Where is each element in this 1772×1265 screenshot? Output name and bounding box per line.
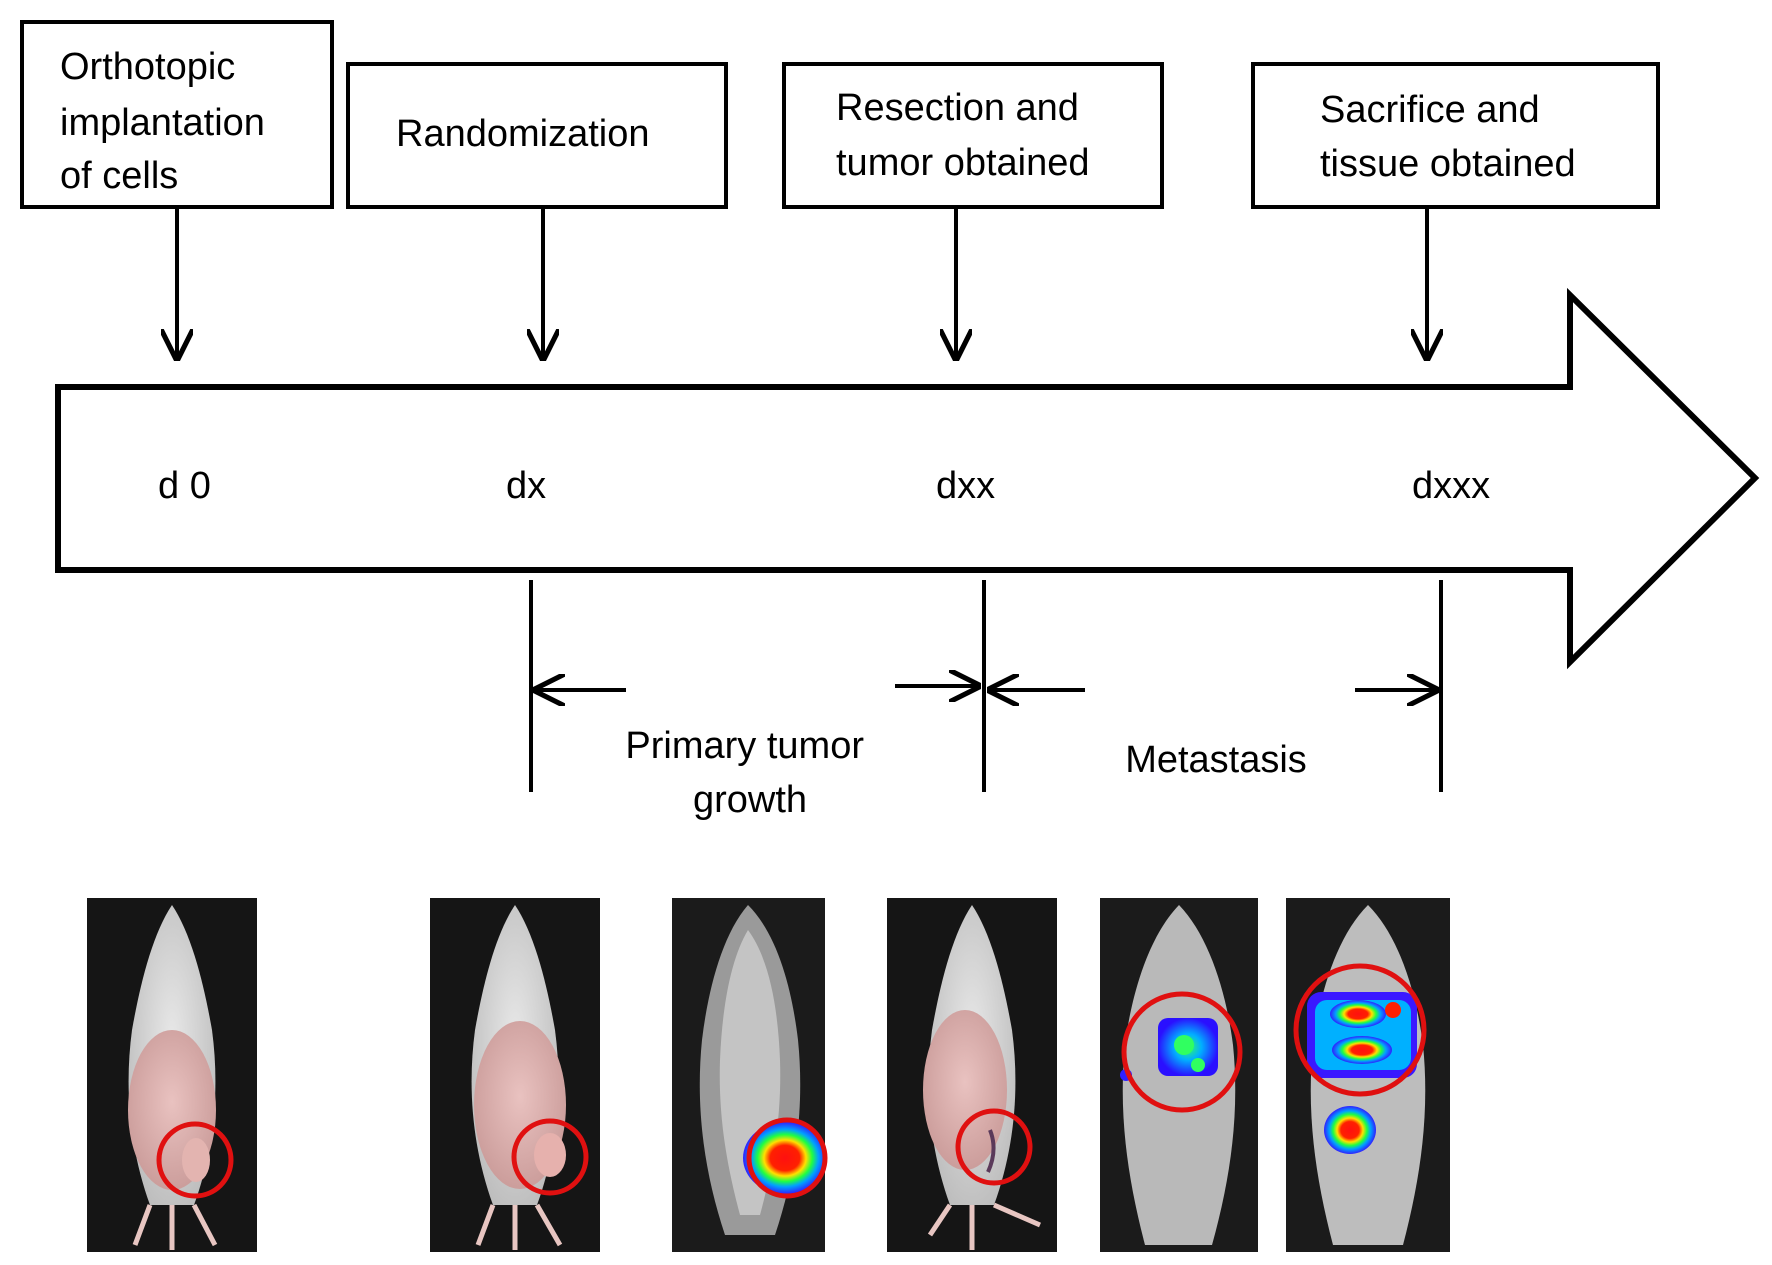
metastasis-circle bbox=[1121, 991, 1243, 1113]
phase-brackets bbox=[529, 580, 1443, 792]
mouse-photo-1 bbox=[87, 898, 257, 1252]
event-label-sacrifice: Sacrifice and tissue obtained bbox=[1320, 89, 1576, 185]
resection-circle bbox=[955, 1108, 1033, 1186]
tumor-circle bbox=[156, 1121, 234, 1199]
mouse-photo-2 bbox=[430, 898, 600, 1252]
event-box-implantation: Orthotopic implantation of cells bbox=[20, 20, 334, 209]
mouse-biolum-3 bbox=[672, 898, 828, 1252]
event-label-resection: Resection and tumor obtained bbox=[836, 87, 1090, 184]
event-arrows bbox=[177, 207, 1427, 358]
event-box-randomization: Randomization bbox=[346, 62, 728, 209]
event-box-resection: Resection and tumor obtained bbox=[782, 62, 1164, 209]
metastasis-circle bbox=[1293, 963, 1427, 1097]
day-label-dxxx: dxxx bbox=[1412, 465, 1490, 507]
signal-blob bbox=[1324, 1106, 1376, 1154]
event-label-implantation: Orthotopic implantation of cells bbox=[60, 46, 275, 197]
day-label-dx: dx bbox=[506, 465, 546, 507]
event-box-sacrifice: Sacrifice and tissue obtained bbox=[1251, 62, 1660, 209]
mouse-biolum-5 bbox=[1100, 898, 1258, 1252]
signal-blob bbox=[743, 1122, 827, 1194]
tumor-circle bbox=[746, 1117, 828, 1199]
mouse-photo-4 bbox=[887, 898, 1057, 1252]
day-label-d0: d 0 bbox=[158, 465, 211, 507]
day-label-dxx: dxx bbox=[936, 465, 995, 507]
phase-label-metastasis: Metastasis bbox=[1125, 739, 1307, 781]
mouse-biolum-6 bbox=[1286, 898, 1450, 1252]
phase-label-primary: Primary tumor growth bbox=[625, 725, 874, 821]
timeline-arrow bbox=[55, 287, 1760, 670]
tumor-circle bbox=[511, 1118, 589, 1196]
event-label-randomization: Randomization bbox=[396, 113, 649, 155]
